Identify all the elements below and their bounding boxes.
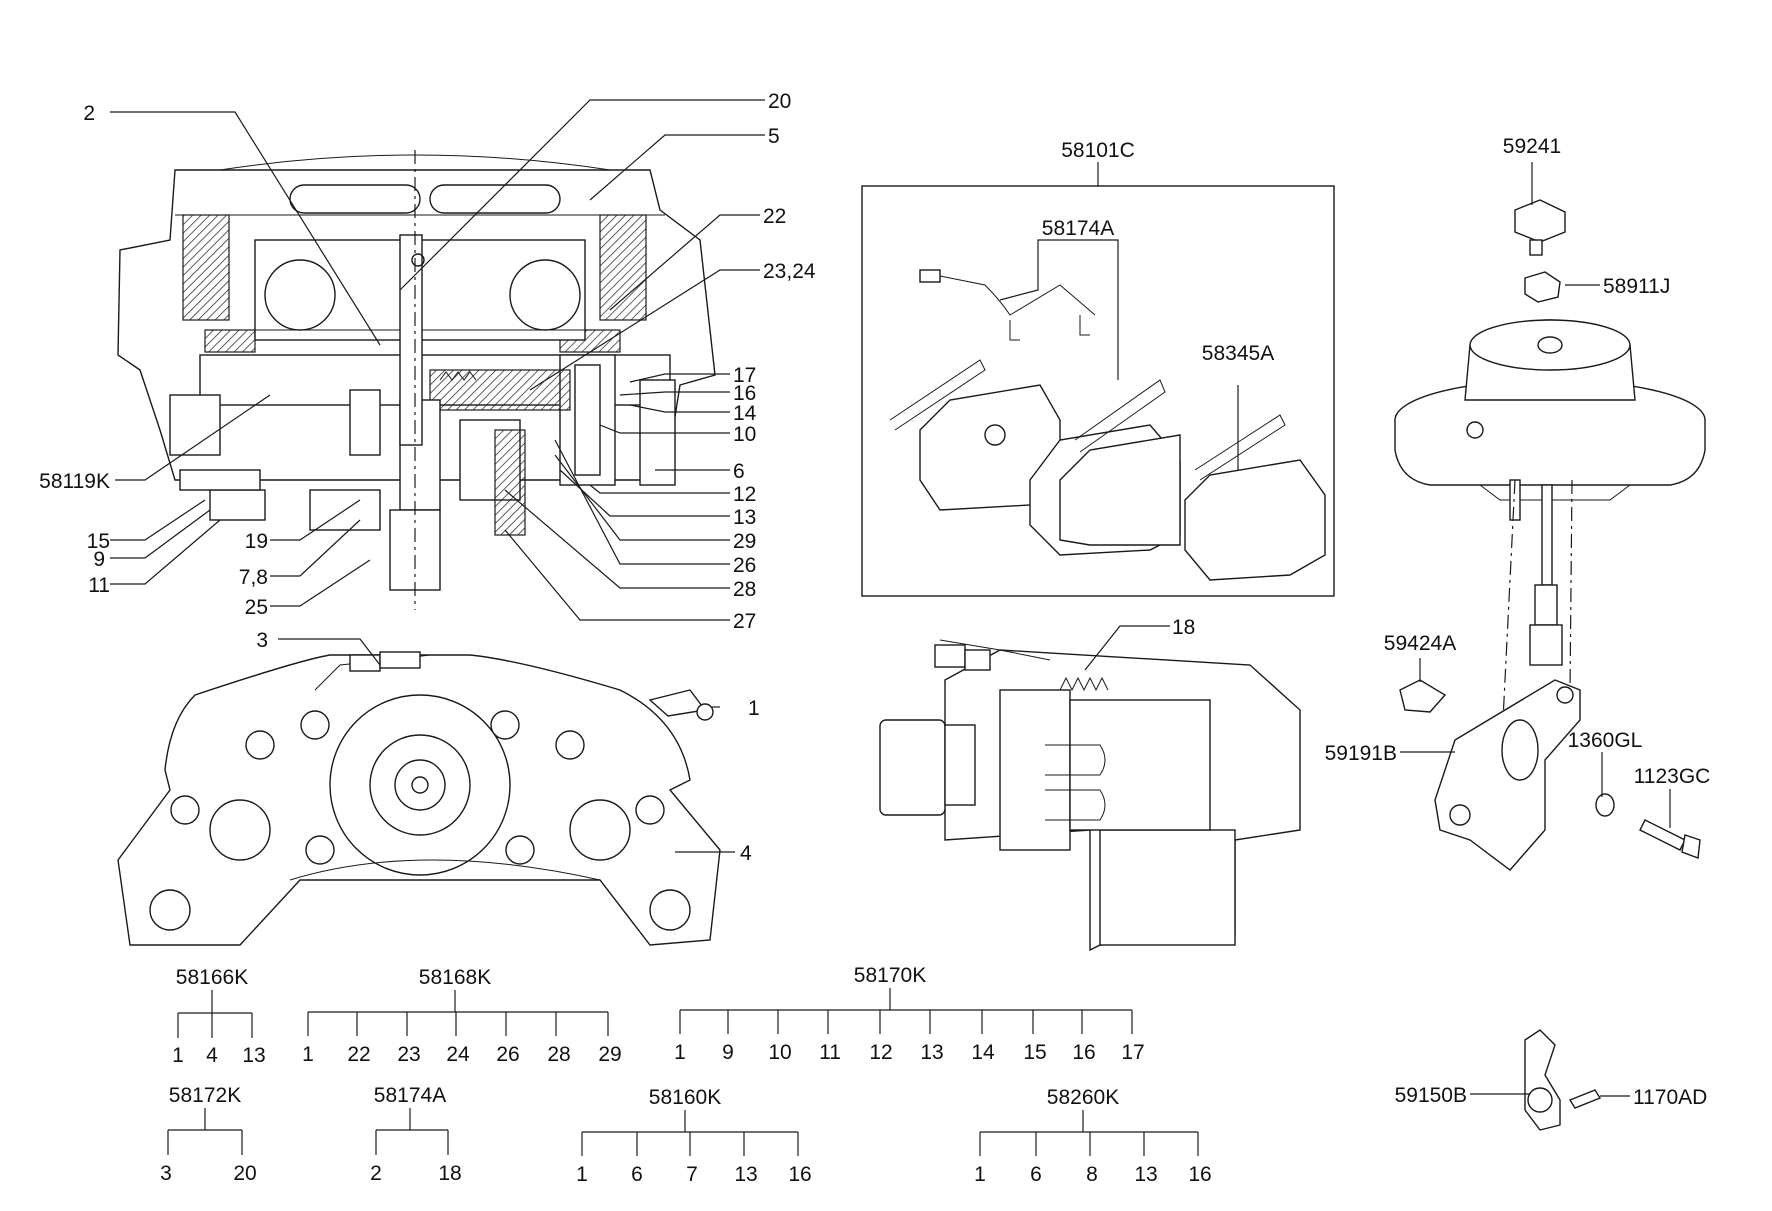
kit-code: 58168K: [419, 966, 491, 989]
brake-actuator: [1394, 199, 1706, 871]
kit-code: 58260K: [1047, 1086, 1119, 1109]
kit-item: 6: [1030, 1163, 1042, 1186]
kit-code: 58166K: [176, 966, 248, 989]
callout-2: 2: [83, 102, 95, 125]
kit-item: 11: [819, 1041, 841, 1064]
kit-item: 16: [1188, 1163, 1211, 1186]
callout-58345A: 58345A: [1202, 342, 1274, 365]
callout-11: 11: [88, 574, 110, 597]
callout-4: 4: [740, 842, 752, 865]
kit-tree-58168K: 58168K 1 22 23 24 26 28 29: [302, 966, 622, 1066]
callout-18: 18: [1172, 616, 1195, 639]
callout-16: 16: [733, 382, 756, 405]
callout-10: 10: [733, 423, 756, 446]
callout-59241: 59241: [1503, 135, 1561, 158]
callout-labels: 2 20 5 22 23,24 17 16 14 10 6 12 13 29 2…: [39, 90, 1710, 1109]
caliper-front-view: [117, 651, 721, 946]
kit-item: 3: [160, 1162, 172, 1185]
callout-1123GC: 1123GC: [1634, 765, 1711, 788]
kit-item: 1: [674, 1041, 686, 1064]
callout-17: 17: [733, 364, 756, 387]
callout-28: 28: [733, 578, 756, 601]
kit-item: 10: [768, 1041, 791, 1064]
kit-item: 1: [172, 1044, 184, 1067]
kit-item: 6: [631, 1163, 643, 1186]
kit-item: 1: [974, 1163, 986, 1186]
callout-15: 15: [87, 530, 110, 553]
kit-tree-58174A: 58174A 2 18: [370, 1084, 462, 1185]
callout-14: 14: [733, 402, 757, 425]
callout-58911J: 58911J: [1603, 275, 1670, 298]
kit-item: 24: [446, 1043, 470, 1066]
callout-1: 1: [748, 697, 760, 720]
callout-23-24: 23,24: [763, 260, 816, 283]
callout-19: 19: [245, 530, 268, 553]
kit-item: 16: [1072, 1041, 1095, 1064]
kit-item: 26: [496, 1043, 519, 1066]
callout-26: 26: [733, 554, 756, 577]
callout-58119K: 58119K: [39, 470, 110, 493]
slack-adjuster: [1524, 1029, 1602, 1131]
kit-tree-58170K: 58170K 1 9 10 11 12 13 14 15 16 17: [674, 964, 1145, 1064]
kit-item: 16: [788, 1163, 811, 1186]
kit-tree-58160K: 58160K 1 6 7 13 16: [576, 1086, 812, 1186]
kit-code: 58172K: [169, 1084, 241, 1107]
caliper-side-view: [879, 639, 1301, 952]
kit-tree-58260K: 58260K 1 6 8 13 16: [974, 1086, 1212, 1186]
callout-59424A: 59424A: [1384, 632, 1456, 655]
kit-item: 1: [576, 1163, 588, 1186]
kit-item: 23: [397, 1043, 420, 1066]
kit-code: 58160K: [649, 1086, 721, 1109]
callout-59191B: 59191B: [1325, 742, 1397, 765]
callout-12: 12: [733, 483, 756, 506]
caliper-cross-section: [117, 150, 716, 610]
kit-item: 12: [869, 1041, 892, 1064]
kit-trees: 58166K 1 4 13 58168K 1 22 23 24 2: [160, 964, 1212, 1186]
callout-25: 25: [245, 596, 268, 619]
kit-item: 18: [438, 1162, 461, 1185]
leader-lines: [110, 99, 1671, 1097]
callout-59150B: 59150B: [1395, 1084, 1467, 1107]
kit-tree-58172K: 58172K 3 20: [160, 1084, 257, 1185]
kit-item: 4: [206, 1044, 218, 1067]
callout-29: 29: [733, 530, 756, 553]
kit-item: 13: [242, 1044, 265, 1067]
kit-code: 58170K: [854, 964, 926, 987]
callout-13: 13: [733, 506, 756, 529]
callout-1170AD: 1170AD: [1633, 1086, 1707, 1109]
kit-item: 28: [547, 1043, 570, 1066]
kit-item: 1: [302, 1043, 314, 1066]
callout-7-8: 7,8: [239, 566, 268, 589]
kit-item: 17: [1121, 1041, 1144, 1064]
kit-item: 22: [347, 1043, 370, 1066]
kit-tree-58166K: 58166K 1 4 13: [172, 966, 266, 1067]
callout-27: 27: [733, 610, 756, 633]
kit-item: 2: [370, 1162, 382, 1185]
kit-item: 13: [734, 1163, 757, 1186]
callout-5: 5: [768, 125, 780, 148]
callout-58174A: 58174A: [1042, 217, 1114, 240]
callout-20: 20: [768, 90, 791, 113]
callout-58101C: 58101C: [1061, 139, 1135, 162]
kit-item: 7: [686, 1163, 698, 1186]
kit-item: 15: [1023, 1041, 1046, 1064]
callout-1360GL: 1360GL: [1568, 729, 1643, 752]
pad-kit-box: [861, 185, 1335, 597]
callout-3: 3: [256, 629, 268, 652]
callout-22: 22: [763, 205, 786, 228]
kit-item: 29: [598, 1043, 621, 1066]
kit-item: 13: [920, 1041, 943, 1064]
callout-6: 6: [733, 460, 745, 483]
callout-9: 9: [93, 548, 105, 571]
kit-item: 13: [1134, 1163, 1157, 1186]
kit-item: 20: [233, 1162, 256, 1185]
kit-item: 8: [1086, 1163, 1098, 1186]
kit-code: 58174A: [374, 1084, 446, 1107]
grease-tube: [648, 689, 714, 721]
kit-item: 9: [722, 1041, 734, 1064]
kit-item: 14: [971, 1041, 995, 1064]
